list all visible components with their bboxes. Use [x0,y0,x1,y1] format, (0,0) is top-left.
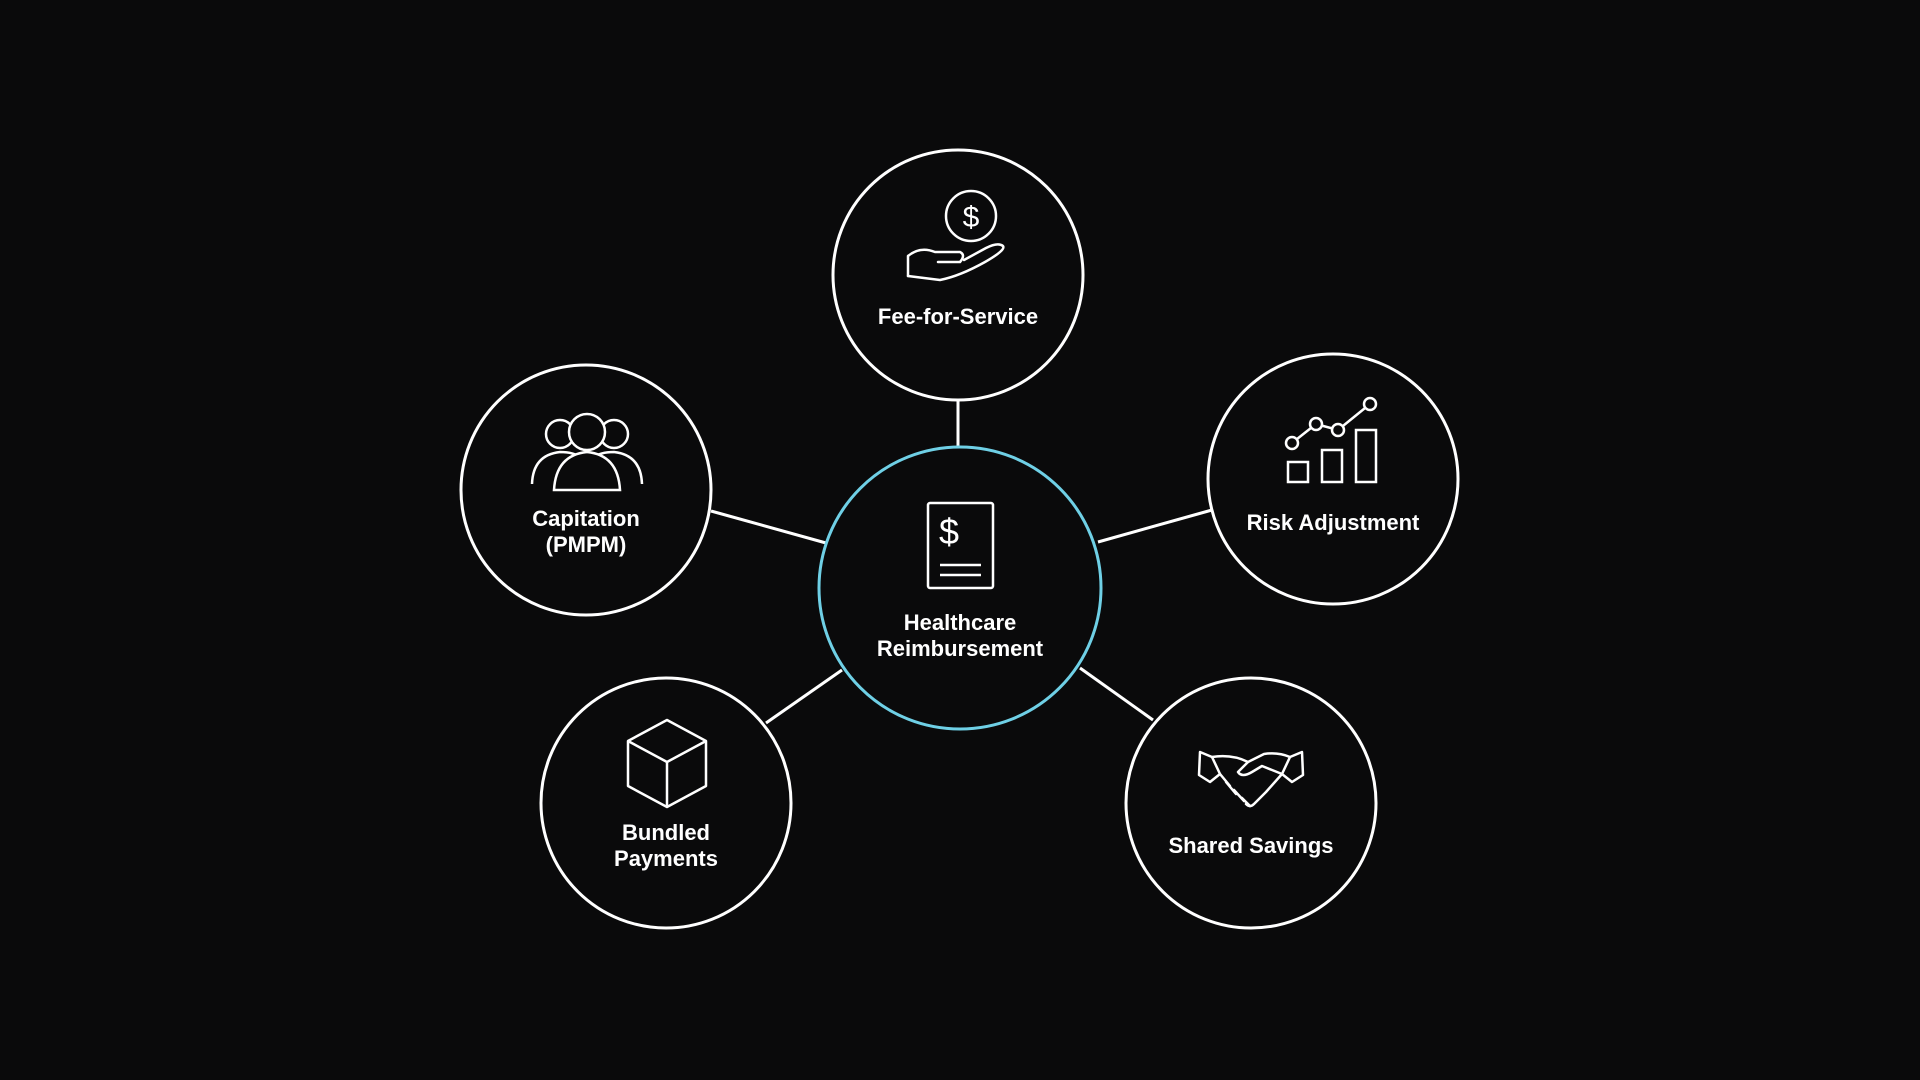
node-risk-adjustment: Risk Adjustment [1206,352,1460,606]
node-bundled-payments: Bundled Payments [539,676,793,930]
center-node: $ Healthcare Reimbursement [817,445,1103,731]
node-bundled-payments-label-line1: Bundled [622,820,710,845]
node-risk-adjustment-ring [1206,352,1460,606]
connector-shared-savings [1079,666,1154,722]
svg-text:$: $ [939,511,959,552]
node-fee-for-service: $ Fee-for-Service [831,148,1085,402]
node-risk-adjustment-label: Risk Adjustment [1247,510,1420,535]
center-label-line2: Reimbursement [877,636,1044,661]
cube-icon [626,718,708,809]
node-capitation-ring [459,363,713,617]
connectors [710,400,1213,725]
node-shared-savings-ring [1124,676,1378,930]
connector-bundled-payments [765,668,843,725]
center-node-ring [817,445,1103,731]
node-fee-for-service-label: Fee-for-Service [878,304,1038,329]
invoice-dollar-icon: $ [926,501,995,590]
bar-line-chart-icon [1284,396,1378,484]
handshake-icon [1197,750,1305,808]
node-bundled-payments-label-line2: Payments [614,846,718,871]
connector-risk-adjustment [1097,508,1213,544]
connector-capitation [710,509,827,545]
people-group-icon [530,412,644,492]
node-capitation-label-line2: (PMPM) [546,532,627,557]
node-shared-savings: Shared Savings [1124,676,1378,930]
center-label-line1: Healthcare [904,610,1017,635]
node-capitation-label-line1: Capitation [532,506,640,531]
node-fee-for-service-ring [831,148,1085,402]
node-bundled-payments-ring [539,676,793,930]
node-shared-savings-label: Shared Savings [1168,833,1333,858]
node-capitation: Capitation (PMPM) [459,363,713,617]
svg-text:$: $ [963,201,980,234]
hand-coin-dollar-icon: $ [906,189,1005,282]
